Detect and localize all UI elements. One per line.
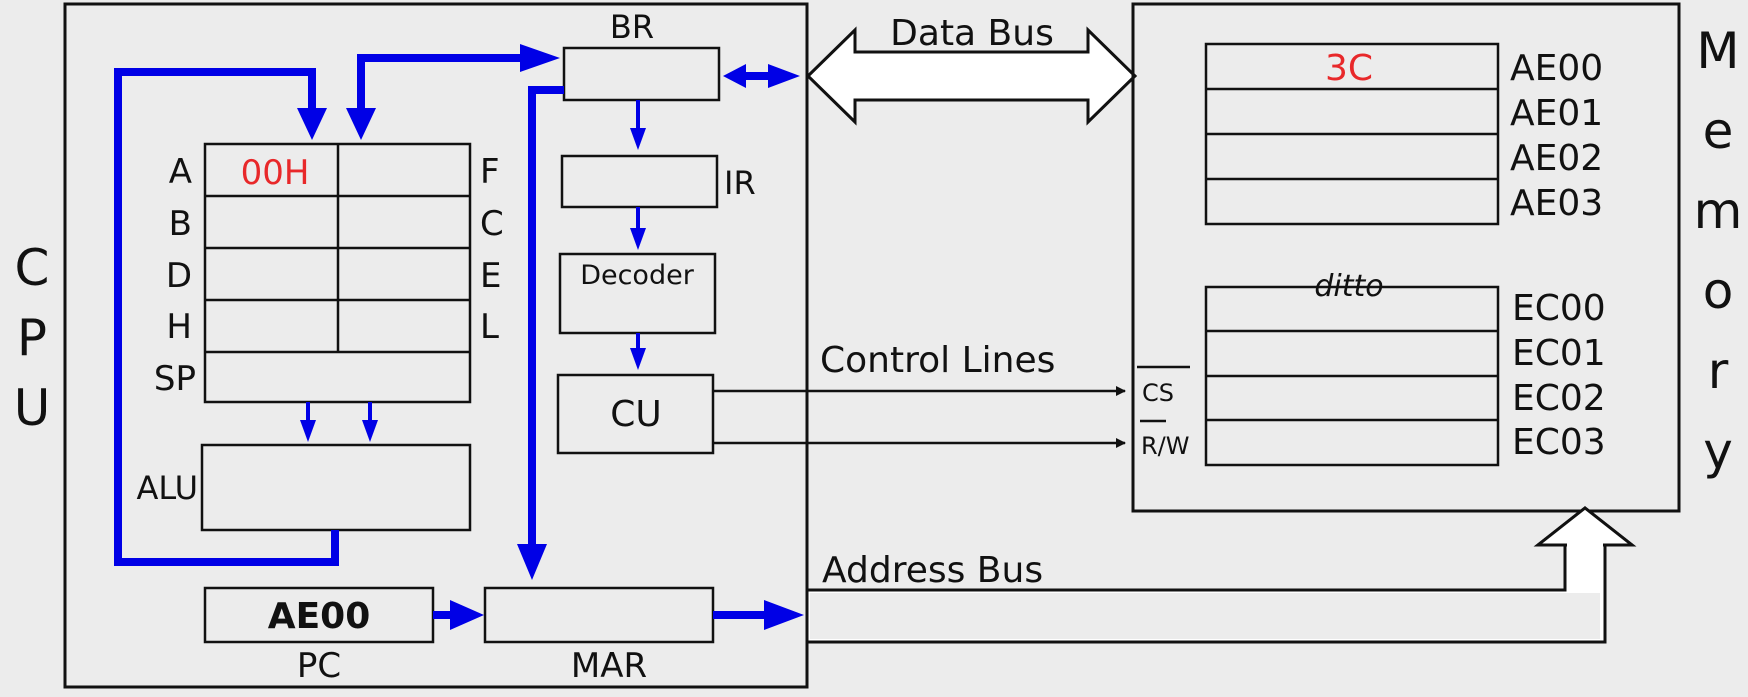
address-bus: Address Bus <box>805 506 1637 644</box>
memory-letter: m <box>1694 182 1743 240</box>
register-a-value: 00H <box>241 153 310 193</box>
memory-letter: y <box>1703 422 1733 480</box>
alu-label: ALU <box>136 469 198 507</box>
memory-address-label: AE00 <box>1510 48 1603 89</box>
cpu-letter: C <box>15 239 50 297</box>
control-lines: Control Lines <box>713 340 1126 448</box>
register-label-e: E <box>480 256 501 296</box>
pc-value: AE00 <box>268 596 371 637</box>
cpu-box <box>63 2 809 689</box>
cu-label: CU <box>610 394 662 435</box>
memory-letter: r <box>1708 342 1729 400</box>
memory-box <box>1131 2 1681 513</box>
register-label-b: B <box>169 204 192 244</box>
decoder-label: Decoder <box>580 260 695 291</box>
memory-bottom-cells: EC00 EC01 EC02 EC03 <box>1204 285 1606 467</box>
ir-box <box>560 154 719 209</box>
chip-select-signal: CS <box>1137 365 1190 407</box>
register-label-c: C <box>480 204 504 244</box>
mar-box <box>483 586 715 644</box>
data-bus-label: Data Bus <box>890 13 1054 54</box>
register-right-labels: F C E L <box>480 152 504 347</box>
register-file: 00H <box>203 142 472 404</box>
pc-label: PC <box>297 646 341 686</box>
register-label-a: A <box>169 152 192 192</box>
data-bus: Data Bus <box>805 13 1138 126</box>
cpu-letter: P <box>17 309 47 367</box>
memory-letter: M <box>1696 22 1739 80</box>
memory-side-label: M e m o r y <box>1694 22 1743 480</box>
cs-label: CS <box>1142 379 1174 407</box>
memory-top-cells: 3C AE00 AE01 AE02 AE03 <box>1204 42 1603 226</box>
alu-box <box>200 443 472 532</box>
memory-address-label: EC01 <box>1512 333 1606 374</box>
cpu-side-label: C P U <box>14 239 51 437</box>
memory-cell-value: 3C <box>1325 48 1373 89</box>
memory-address-label: EC00 <box>1512 288 1606 329</box>
register-left-labels: A B D H SP <box>154 152 196 399</box>
control-lines-label: Control Lines <box>820 340 1055 381</box>
blue-datapaths <box>114 44 804 630</box>
read-write-signal: R/W <box>1140 419 1190 460</box>
br-label: BR <box>610 8 654 46</box>
memory-address-label: EC02 <box>1512 378 1606 419</box>
register-label-f: F <box>480 152 500 192</box>
memory-address-label: AE02 <box>1510 138 1603 179</box>
register-label-sp: SP <box>154 359 196 399</box>
cu-box <box>556 373 715 455</box>
memory-letter: o <box>1703 262 1734 320</box>
memory-address-label: AE01 <box>1510 93 1603 134</box>
cpu-letter: U <box>14 379 51 437</box>
mar-label: MAR <box>571 646 647 686</box>
register-label-d: D <box>166 256 192 296</box>
address-bus-label: Address Bus <box>822 550 1043 591</box>
memory-address-label: AE03 <box>1510 183 1603 224</box>
ir-label: IR <box>724 164 756 202</box>
memory-letter: e <box>1703 102 1734 160</box>
memory-address-label: EC03 <box>1512 422 1606 463</box>
register-label-l: L <box>480 307 499 347</box>
rw-label: R/W <box>1141 432 1190 460</box>
br-box <box>562 46 721 102</box>
register-label-h: H <box>166 307 192 347</box>
